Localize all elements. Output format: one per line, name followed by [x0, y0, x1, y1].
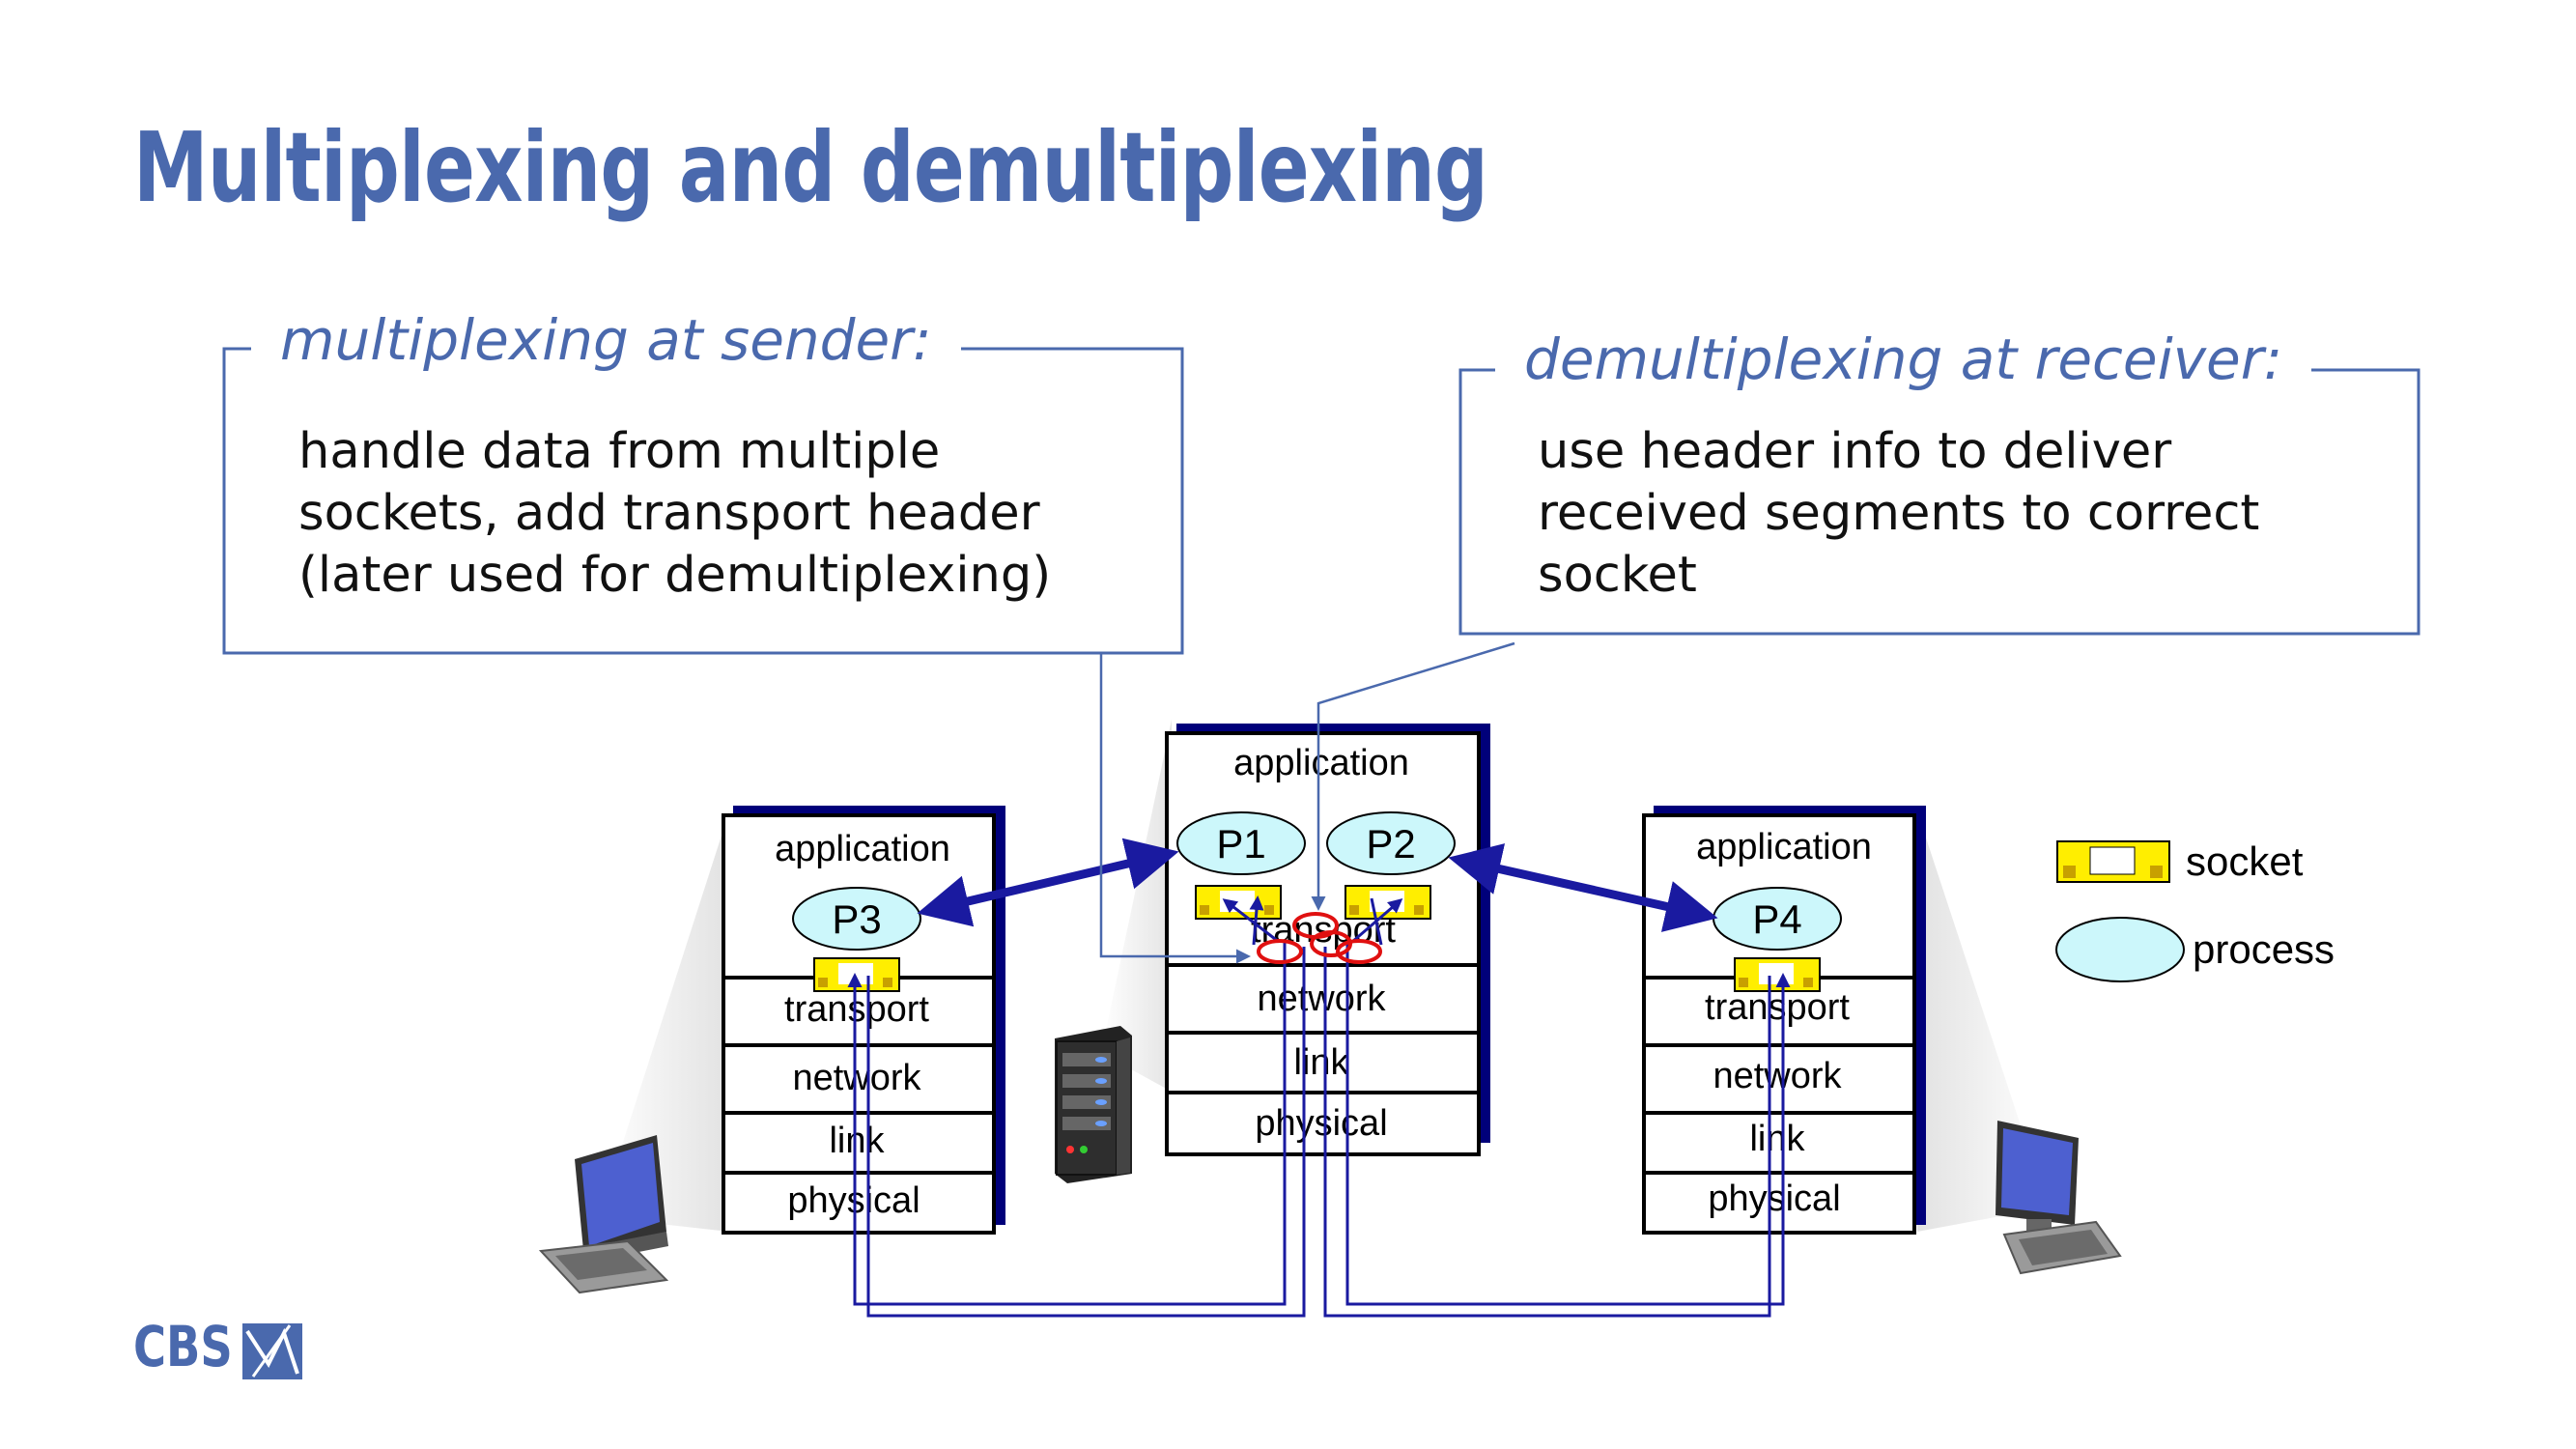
socket-right: [1734, 957, 1821, 992]
legend-process-label: process: [2193, 926, 2335, 972]
receiver-callout-line-2: received segments to correct: [1538, 485, 2260, 542]
process-p2-label: P2: [1366, 821, 1415, 867]
server-icon: [1055, 1026, 1132, 1183]
port-marker-3: [1310, 930, 1352, 957]
socket-center-p1: [1195, 885, 1282, 920]
right-layer-application: application: [1696, 827, 1872, 867]
process-p2-ellipse: [1326, 811, 1456, 875]
segment-path-2: [866, 947, 1306, 1318]
process-p3-label: P3: [832, 896, 881, 942]
socket-left: [813, 957, 900, 992]
process-p1-label: P1: [1216, 821, 1265, 867]
left-layer-application: application: [775, 829, 950, 869]
right-layer-link: link: [1749, 1119, 1805, 1159]
arrow-p2-p4: [1448, 843, 1718, 932]
desktop-computer-icon: [1996, 1121, 2122, 1275]
process-p4-label: P4: [1752, 896, 1801, 942]
segment-internal-1: [1222, 898, 1280, 944]
sender-callout-line-1: handle data from multiple: [298, 423, 941, 480]
legend-socket-label: socket: [2186, 838, 2304, 884]
laptop-icon: [538, 1135, 669, 1294]
segment-path-3: [1323, 947, 1771, 1318]
receiver-callout-title: demultiplexing at receiver:: [1495, 327, 2312, 392]
arrow-p1-p3: [917, 838, 1179, 927]
center-layer-application: application: [1233, 743, 1409, 783]
center-layer-network: network: [1257, 979, 1386, 1019]
segment-path-4: [1345, 942, 1791, 1306]
socket-center-p2: [1345, 885, 1431, 920]
left-host-beam: [599, 811, 729, 1232]
left-layer-link: link: [829, 1121, 885, 1161]
segment-path-1: [847, 942, 1287, 1306]
sender-callout-line-2: sockets, add transport header: [298, 485, 1040, 542]
right-layer-transport: transport: [1705, 987, 1850, 1028]
receiver-callout-body: use header info to deliver received segm…: [1538, 421, 2259, 607]
segment-internal-2: [1249, 895, 1264, 946]
cbs-logo-mark: [242, 1323, 302, 1379]
receiver-callout-line-3: socket: [1538, 547, 1697, 604]
center-layer-link: link: [1293, 1042, 1349, 1083]
slide-title: Multiplexing and demultiplexing: [133, 111, 1488, 224]
segment-internal-4: [1370, 897, 1383, 946]
left-layer-network: network: [792, 1058, 921, 1098]
receiver-callout-line-1: use header info to deliver: [1538, 423, 2172, 480]
port-marker-1: [1257, 939, 1303, 964]
sender-callout-pointer: [1099, 653, 1251, 964]
right-layer-network: network: [1713, 1056, 1842, 1096]
right-layer-physical: physical: [1708, 1179, 1840, 1219]
sender-callout-line-3: (later used for demultiplexing): [298, 547, 1052, 604]
left-layer-transport: transport: [784, 989, 929, 1030]
receiver-callout-pointer: [1311, 641, 1515, 911]
legend-socket-icon: [2056, 840, 2170, 883]
legend-process-icon: [2055, 917, 2185, 982]
port-marker-4: [1336, 939, 1382, 964]
sender-callout-body: handle data from multiple sockets, add t…: [298, 421, 1051, 607]
sender-callout-title: multiplexing at sender:: [251, 307, 961, 373]
center-layer-physical: physical: [1255, 1103, 1387, 1144]
cbs-logo-text: CBS: [133, 1314, 233, 1379]
